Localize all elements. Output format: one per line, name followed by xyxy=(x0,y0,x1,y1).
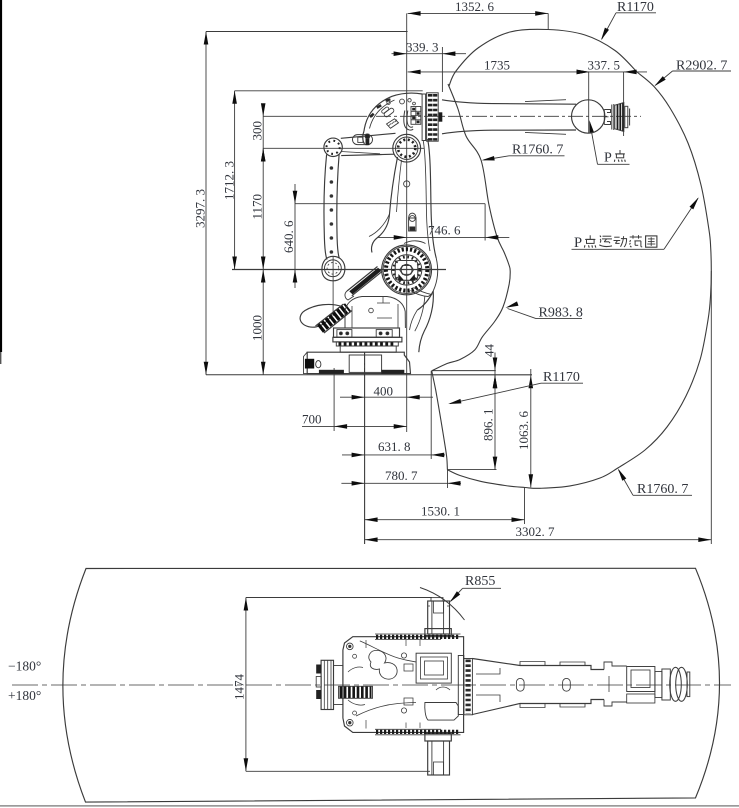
svg-text:3297. 3: 3297. 3 xyxy=(193,189,208,228)
svg-text:1000: 1000 xyxy=(250,315,265,341)
svg-text:896. 1: 896. 1 xyxy=(481,409,496,442)
svg-text:640. 6: 640. 6 xyxy=(281,220,296,253)
svg-text:P: P xyxy=(604,151,612,166)
svg-text:44: 44 xyxy=(482,344,497,358)
svg-text:400: 400 xyxy=(374,383,394,398)
svg-text:1474: 1474 xyxy=(232,674,247,701)
svg-text:631. 8: 631. 8 xyxy=(378,439,411,454)
svg-text:R1760. 7: R1760. 7 xyxy=(512,143,563,158)
svg-text:R1170: R1170 xyxy=(543,370,580,385)
svg-text:R1760. 7: R1760. 7 xyxy=(637,482,688,497)
svg-text:1735: 1735 xyxy=(484,58,510,73)
svg-text:746. 6: 746. 6 xyxy=(428,223,461,238)
svg-text:R983. 8: R983. 8 xyxy=(539,306,583,321)
svg-text:3302. 7: 3302. 7 xyxy=(516,524,556,539)
svg-text:+180°: +180° xyxy=(8,688,41,703)
svg-text:339. 3: 339. 3 xyxy=(406,40,439,55)
svg-text:780. 7: 780. 7 xyxy=(385,468,418,483)
svg-text:1530. 1: 1530. 1 xyxy=(421,504,460,519)
svg-text:1712. 3: 1712. 3 xyxy=(222,161,237,200)
svg-text:R855: R855 xyxy=(465,574,495,589)
svg-text:700: 700 xyxy=(302,411,322,426)
svg-text:R1170: R1170 xyxy=(617,0,654,15)
svg-text:300: 300 xyxy=(250,121,265,141)
svg-text:1352. 6: 1352. 6 xyxy=(455,0,495,14)
svg-text:R2902. 7: R2902. 7 xyxy=(676,58,727,73)
svg-text:−180°: −180° xyxy=(8,659,41,674)
svg-text:1170: 1170 xyxy=(250,194,265,220)
svg-text:1063. 6: 1063. 6 xyxy=(516,411,531,451)
svg-text:P: P xyxy=(574,235,582,251)
svg-text:337. 5: 337. 5 xyxy=(588,58,621,73)
